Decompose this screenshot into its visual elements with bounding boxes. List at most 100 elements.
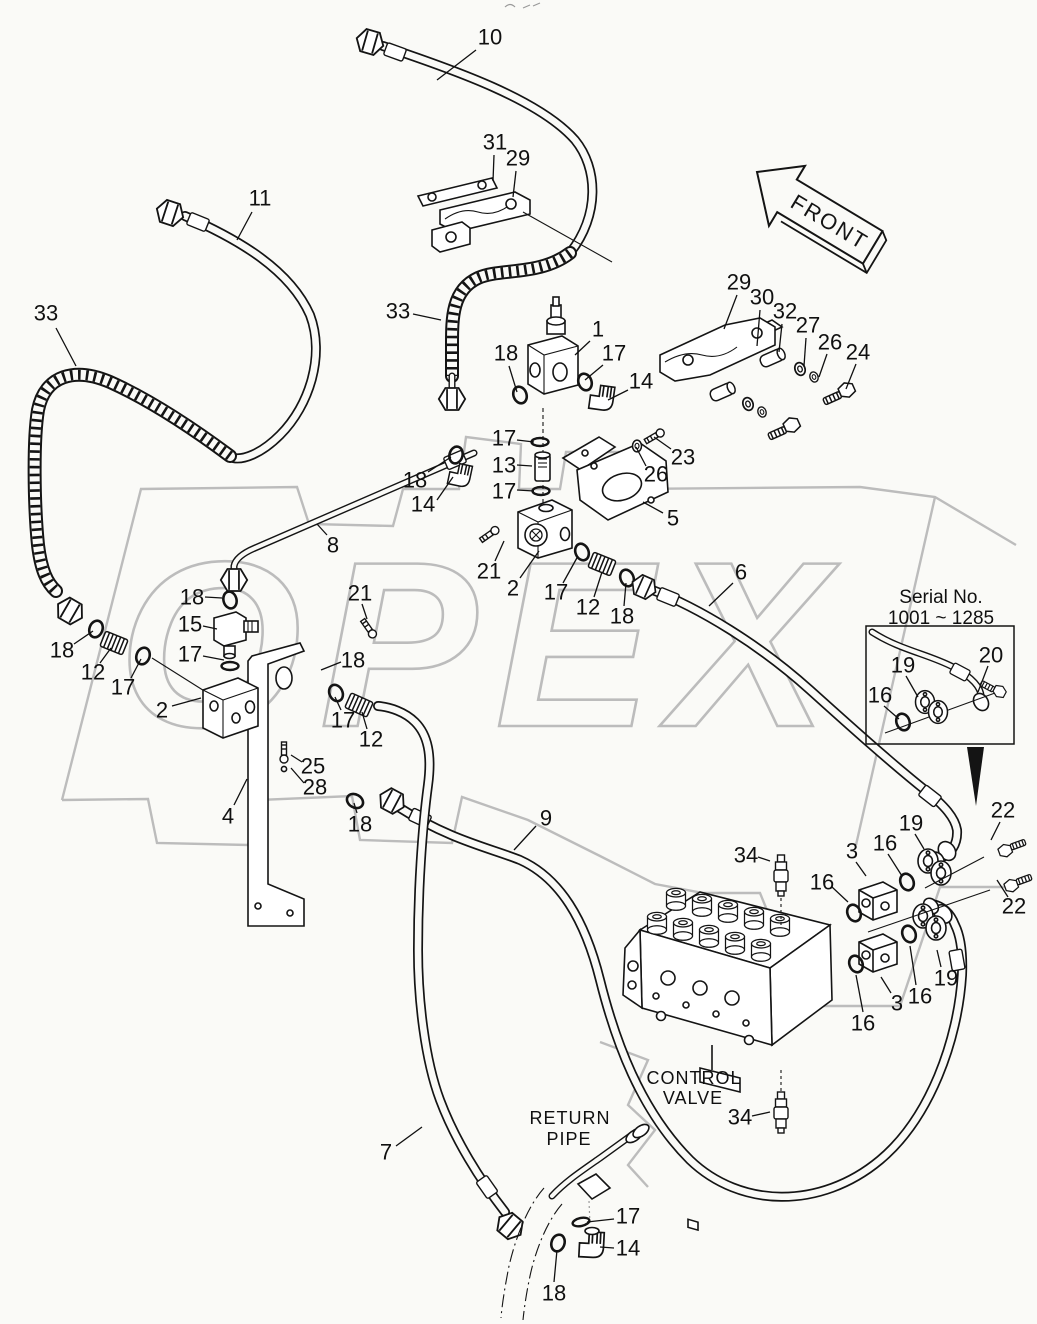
- tee-15-assembly: [213, 588, 259, 672]
- leader-line-3-61: [880, 976, 892, 994]
- leader-line-18-7: [508, 365, 518, 393]
- part-label-29-10: 29: [727, 270, 751, 295]
- leader-line-29-10: [723, 294, 738, 330]
- pipe-8: [219, 449, 478, 592]
- part-label-19-55: 19: [899, 811, 923, 836]
- leader-line-20-65: [977, 665, 989, 693]
- adapter-13-stack: [530, 436, 551, 497]
- leader-line-29-3: [512, 170, 517, 198]
- leader-line-18-31: [73, 630, 94, 645]
- part-label-9-46: 9: [540, 806, 552, 831]
- leader-line-18-28: [623, 582, 627, 607]
- leader-line-12-32: [99, 647, 112, 664]
- leader-line-12-44: [361, 711, 368, 730]
- part-label-30-11: 30: [750, 285, 774, 310]
- part-label-32-12: 32: [773, 299, 797, 324]
- part-label-16-54: 16: [873, 831, 897, 856]
- leader-line-21-41: [361, 603, 368, 620]
- watermark-banner-right: [854, 496, 937, 846]
- watermark-banner-top: [60, 435, 1017, 801]
- clamp-group-right: [659, 317, 858, 443]
- leader-line-33-5: [55, 327, 77, 367]
- leader-line-31-2: [492, 154, 495, 182]
- part-label-13-22: 13: [492, 453, 516, 478]
- part-label-19-63: 19: [891, 653, 915, 678]
- leader-line-14-49: [599, 1246, 615, 1249]
- part-label-15-35: 15: [178, 612, 202, 637]
- leader-line-18-34: [204, 596, 223, 599]
- watermark: OPEX: [60, 2, 1017, 1188]
- leader-line-17-21: [516, 439, 535, 443]
- leader-line-17-23: [516, 489, 535, 492]
- hose-11: [152, 196, 321, 464]
- part-label-18-31: 18: [50, 638, 74, 663]
- hose-10: [352, 26, 598, 258]
- leader-line-19-59: [936, 949, 942, 968]
- leader-line-33-4: [412, 313, 442, 321]
- part-label-3-61: 3: [891, 991, 903, 1016]
- part-label-14-20: 14: [411, 492, 435, 517]
- part-label-17-48: 17: [616, 1204, 640, 1229]
- leader-line-17-8: [584, 364, 604, 381]
- control-valve-line1: CONTROL: [646, 1068, 741, 1088]
- part-label-33-4: 33: [386, 299, 410, 324]
- part-label-18-19: 18: [403, 468, 427, 493]
- leader-line-34-51: [757, 856, 771, 862]
- watermark-banner-tail: [599, 1040, 657, 1188]
- part-label-33-5: 33: [34, 301, 58, 326]
- part-label-34-52: 34: [728, 1105, 752, 1130]
- part-label-16-60: 16: [908, 984, 932, 1009]
- leader-line-14-20: [436, 476, 454, 501]
- part-label-12-44: 12: [359, 727, 383, 752]
- front-arrow: FRONT: [755, 164, 888, 275]
- leader-line-5-18: [642, 501, 664, 514]
- part-label-18-7: 18: [494, 341, 518, 366]
- part-label-25-39: 25: [301, 754, 325, 779]
- return-pipe-phantom-right: [522, 1203, 563, 1321]
- leader-line-9-46: [513, 825, 537, 851]
- leader-line-8-30: [316, 523, 328, 536]
- leader-line-30-11: [756, 309, 761, 347]
- leader-line-16-64: [883, 705, 900, 720]
- part-label-17-33: 17: [111, 675, 135, 700]
- part-label-27-13: 27: [796, 313, 820, 338]
- part-label-18-45: 18: [348, 812, 372, 837]
- leader-line-15-35: [202, 625, 218, 630]
- part-label-21-24: 21: [477, 559, 501, 584]
- part-label-17-36: 17: [178, 642, 202, 667]
- part-label-17-23: 17: [492, 479, 516, 504]
- hose-33-left: [27, 367, 237, 629]
- leader-line-25-39: [290, 754, 303, 763]
- part-label-1-6: 1: [592, 317, 604, 342]
- part-label-31-2: 31: [483, 130, 507, 155]
- part-label-16-62: 16: [851, 1011, 875, 1036]
- part-label-16-58: 16: [810, 870, 834, 895]
- part-label-12-32: 12: [81, 660, 105, 685]
- part-label-16-64: 16: [868, 683, 892, 708]
- leader-line-26-17: [635, 446, 647, 467]
- leader-line-22-56: [990, 821, 1001, 841]
- pointer-triangle: [967, 747, 984, 806]
- part-label-14-49: 14: [616, 1236, 640, 1261]
- leader-line-17-36: [202, 655, 225, 661]
- return-pipe-line2: PIPE: [546, 1129, 591, 1149]
- part-label-18-42: 18: [341, 648, 365, 673]
- leader-line-18-42: [320, 661, 342, 671]
- leader-line-10-0: [436, 49, 477, 81]
- leader-line-18-45: [353, 802, 358, 814]
- leader-line-34-52: [751, 1111, 771, 1117]
- part-label-17-21: 17: [492, 426, 516, 451]
- leader-line-1-6: [574, 340, 591, 356]
- serial-no-line2: 1001 ~ 1285: [888, 608, 994, 629]
- part-label-5-18: 5: [667, 506, 679, 531]
- hose-7: [373, 701, 529, 1245]
- return-pipe-phantom-left: [500, 1187, 545, 1319]
- hose-6: [645, 584, 963, 869]
- leader-line-11-1: [236, 211, 253, 241]
- leader-line-16-58: [831, 886, 849, 903]
- hoses: [27, 26, 968, 1245]
- part-label-4-38: 4: [222, 804, 234, 829]
